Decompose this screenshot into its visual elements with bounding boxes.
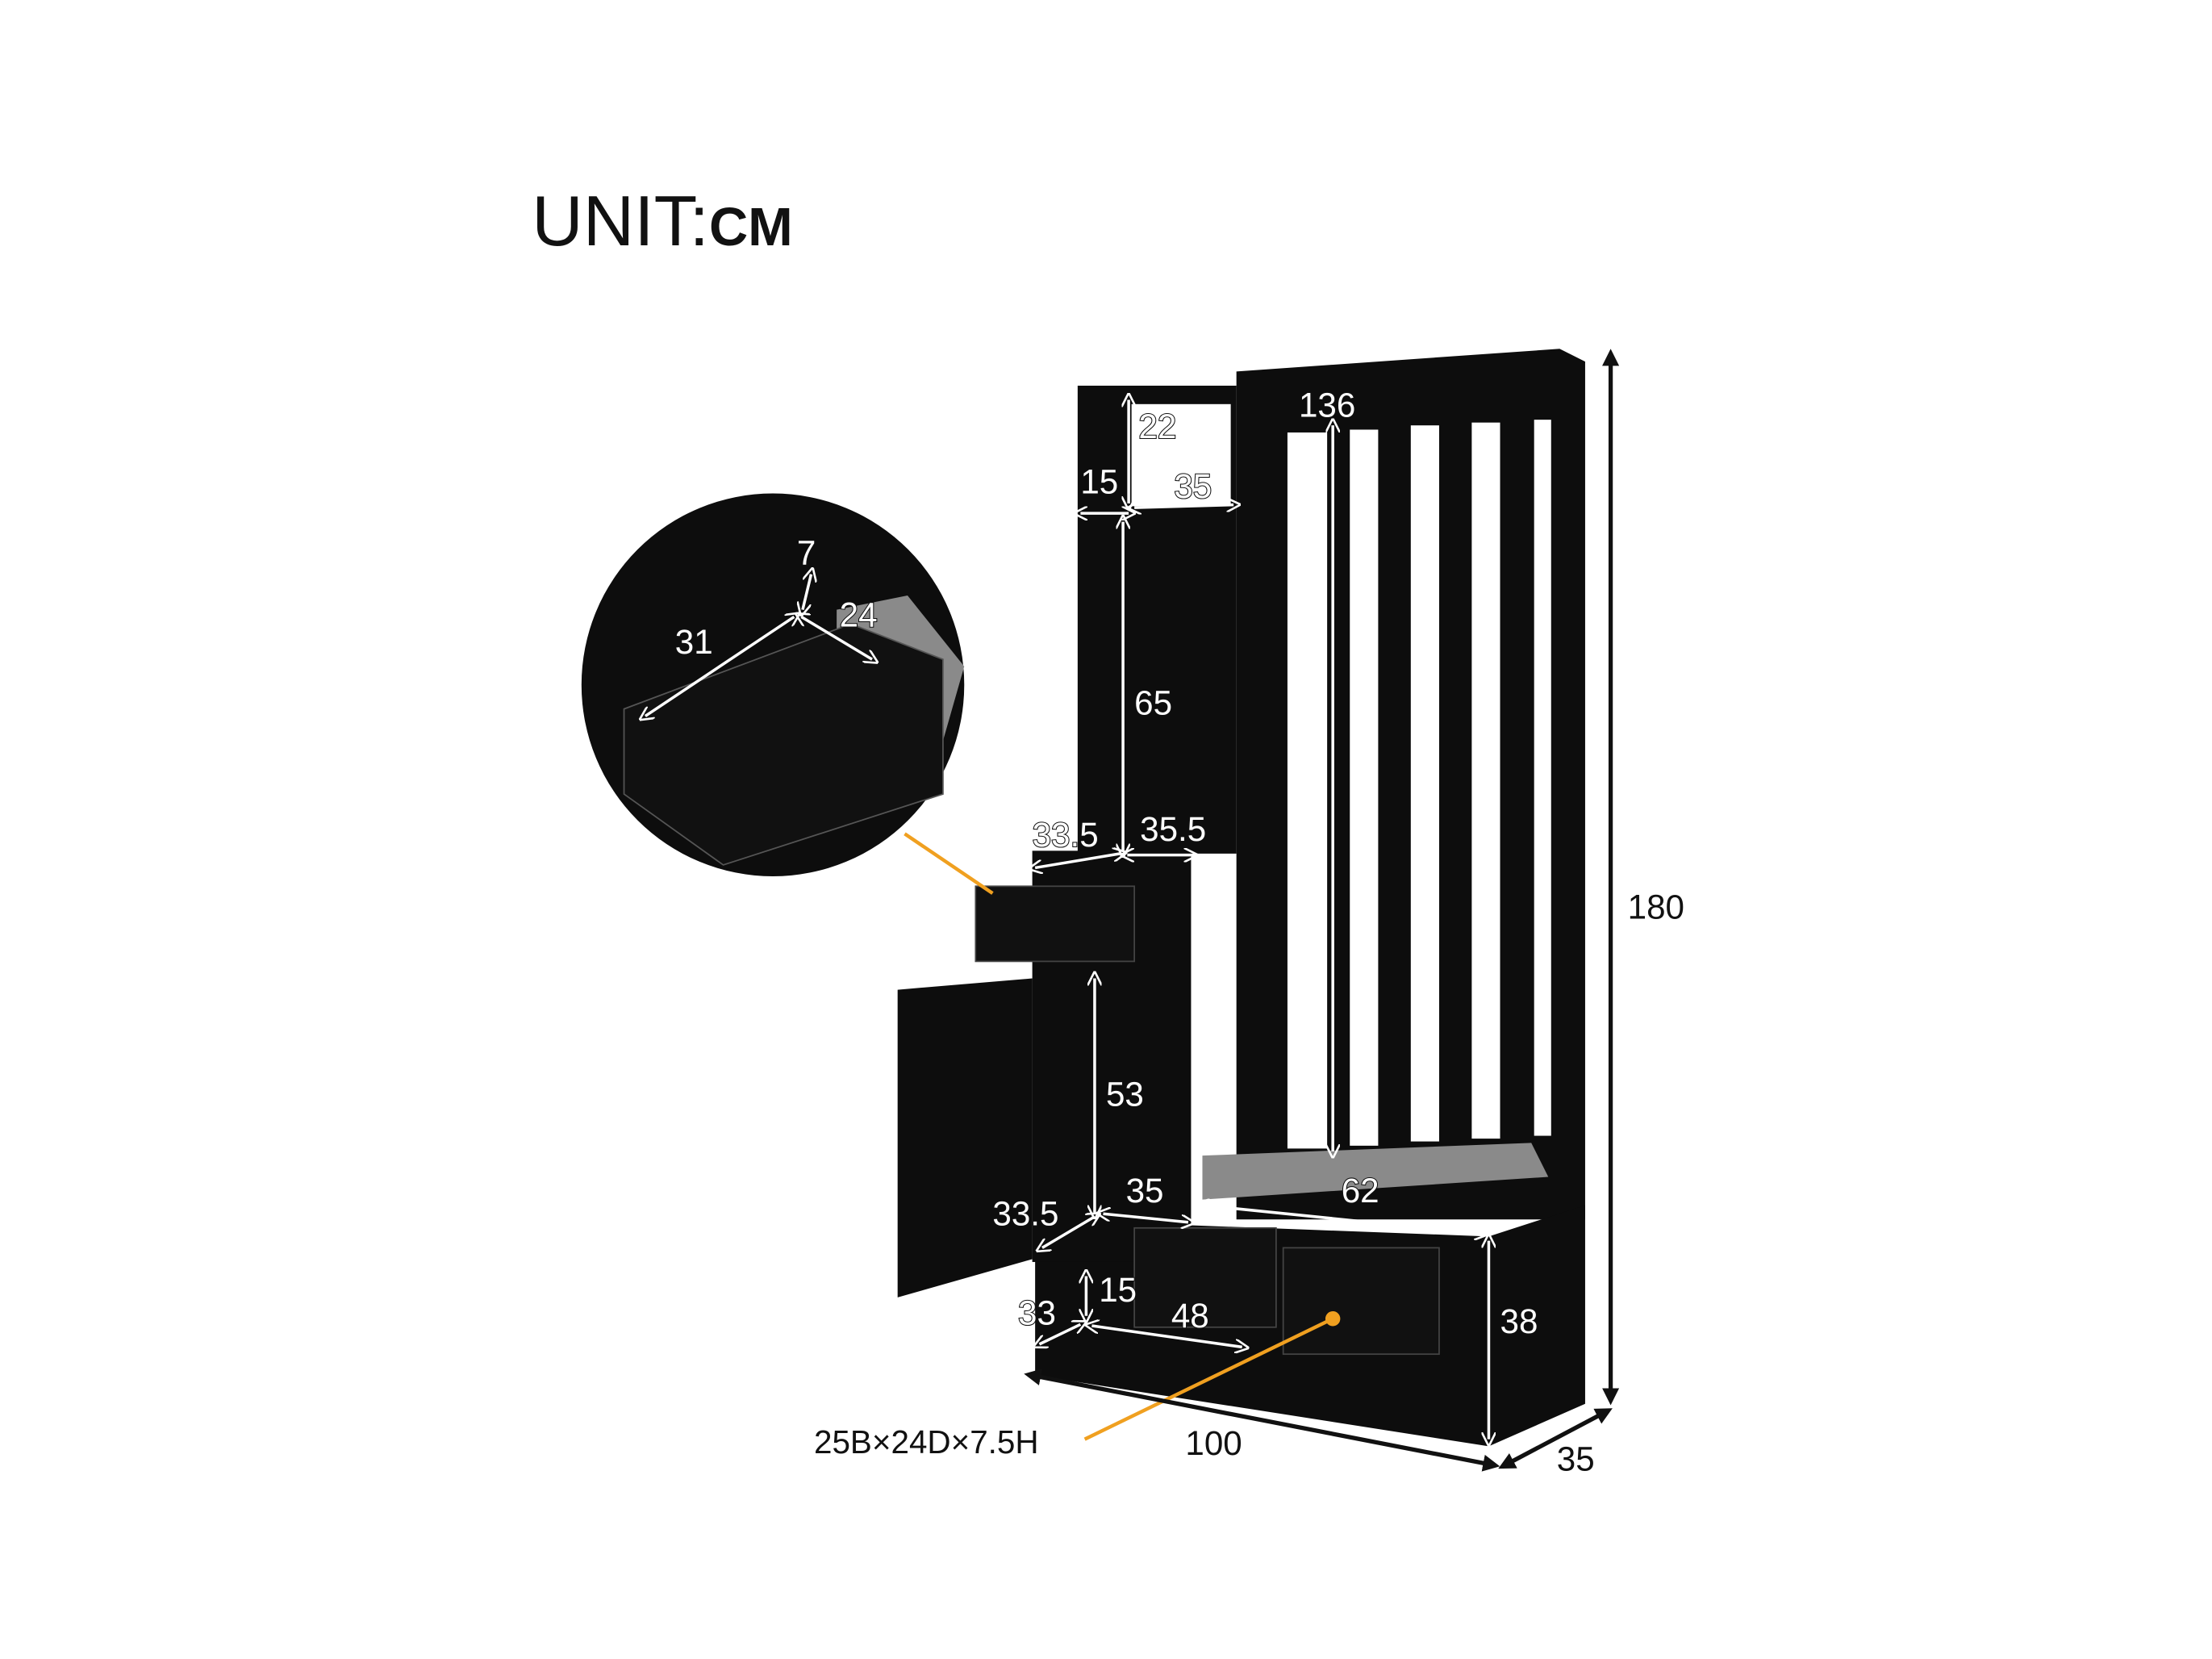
- dim-total-depth: 35: [1557, 1440, 1595, 1477]
- dim-upper-cabinet-depth: 33.5: [1033, 816, 1099, 854]
- dim-top-shelf-height: 22: [1138, 407, 1176, 445]
- dim-total-height: 180: [1628, 888, 1684, 926]
- dim-drawer-space-width: 48: [1171, 1297, 1209, 1335]
- dim-drawer-space-depth: 33: [1018, 1293, 1056, 1331]
- dim-drawer-space-height: 15: [1099, 1271, 1137, 1309]
- dim-inset-drawer-width: 24: [840, 596, 878, 634]
- unit-label: UNIT:CM: [532, 181, 792, 261]
- dimension-labels: 22 15 35 136 65 33.5 35.5 53 33.5 35 62 …: [674, 386, 1684, 1478]
- dim-lower-shelf-width: 35: [1126, 1172, 1164, 1210]
- upper-drawer: [975, 885, 1136, 963]
- dim-upper-cabinet-width: 35.5: [1140, 810, 1206, 848]
- slat-gaps: [1287, 420, 1551, 1149]
- dim-lower-shelf-depth: 33.5: [992, 1194, 1058, 1232]
- dim-inset-drawer-length: 31: [675, 623, 713, 661]
- dim-pegboard-height: 65: [1134, 684, 1172, 722]
- dim-bench-height: 38: [1500, 1302, 1538, 1340]
- dim-bench-width: 62: [1342, 1172, 1379, 1210]
- dim-top-shelf-side: 15: [1080, 463, 1118, 501]
- bench-drawer-right: [1282, 1247, 1440, 1356]
- dim-hook-height: 136: [1299, 387, 1355, 424]
- dim-top-shelf-width: 35: [1174, 467, 1212, 505]
- drawer-size-callout: 25B×24D×7.5H: [814, 1423, 1039, 1461]
- dim-inset-drawer-height: 7: [797, 533, 816, 571]
- dim-total-width: 100: [1185, 1424, 1242, 1462]
- seat-cushion: [1202, 1143, 1549, 1200]
- bench-drawer-left: [1133, 1226, 1277, 1328]
- top-shelf-opening: [1131, 403, 1231, 507]
- dimension-arrows: [645, 349, 1620, 1472]
- open-door: [897, 978, 1033, 1298]
- dim-cabinet-height: 53: [1106, 1076, 1144, 1114]
